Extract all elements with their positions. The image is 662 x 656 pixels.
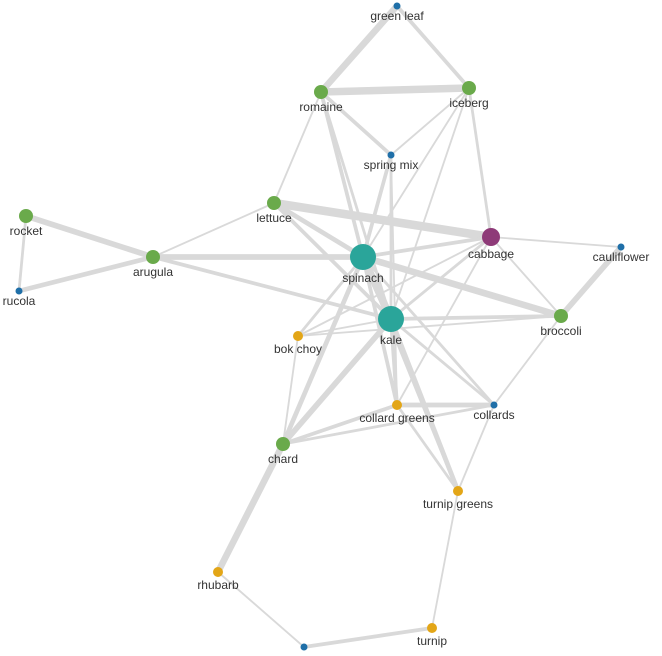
node-spring-mix[interactable] [387,151,395,159]
edge-romaine-lettuce [273,91,322,204]
edge-green_leaf-iceberg [395,4,471,90]
node-label-arugula: arugula [133,265,173,279]
node-lettuce[interactable] [267,196,281,210]
edge-broccoli-collards [493,315,562,406]
node-green-leaf[interactable] [393,2,401,10]
edge-spinach-chard [280,254,366,447]
node-label-collard-greens: collard greens [359,411,434,425]
node-label-turnip-greens: turnip greens [423,497,493,511]
edge-green_leaf-romaine [317,2,401,96]
node-spinach[interactable] [350,244,376,270]
node-label-kale: kale [380,333,402,347]
edge-spinach-collards [361,255,496,407]
edge-rucola-arugula [16,254,156,294]
edge-kale-chard [280,316,394,447]
node-turnip-greens[interactable] [453,486,463,496]
edge-kale-bok_choy [297,318,392,337]
node-label-cabbage: cabbage [468,247,514,261]
edge-lettuce-spinach [271,200,366,260]
edge-romaine-kale [319,90,393,321]
edge-kale-collards [389,317,496,407]
edge-iceberg-cabbage [467,86,493,239]
node-kale[interactable] [378,306,404,332]
node-label-lettuce: lettuce [256,211,292,225]
edge-romaine-spring_mix [319,90,393,157]
edge-collards-turnip_greens [457,404,495,492]
node-chard[interactable] [276,437,290,451]
edge-chard-rhubarb [214,440,287,576]
edge-iceberg-spring_mix [390,87,470,156]
edge-lettuce-cabbage [269,198,496,242]
node-rocket[interactable] [19,209,33,223]
node-label-spinach: spinach [342,271,383,285]
edge-spinach-bok_choy [296,255,365,338]
edge-chard-bok_choy [282,335,299,445]
edge-unlabeled-turnip [302,626,434,649]
node-collard-greens[interactable] [392,400,402,410]
edge-kale-broccoli [389,314,563,321]
edge-kale-collard_greens [389,317,399,407]
edge-spring_mix-collard_greens [390,154,398,406]
node-broccoli[interactable] [554,309,568,323]
edge-spinach-cabbage [361,235,493,259]
edge-rocket-rucola [17,214,28,293]
edge-broccoli-bok_choy [297,315,562,337]
node-label-rucola: rucola [3,294,36,308]
edge-collard_greens-chard [281,403,399,446]
node-turnip[interactable] [427,623,437,633]
edge-rhubarb-unlabeled [217,571,305,648]
node-label-collards: collards [473,408,514,422]
edge-rocket-arugula [23,213,156,260]
label-layer: green leaf romaine iceberg spring mix lettuc… [3,9,650,648]
node-cauliflower[interactable] [617,243,625,251]
node-collards[interactable] [490,401,498,409]
node-label-cauliflower: cauliflower [593,250,650,264]
node-label-bok-choy: bok choy [274,342,322,356]
edge-romaine-spinach [319,90,365,259]
edge-collards-chard [281,403,496,446]
edge-spinach-broccoli [359,253,565,320]
node-rhubarb[interactable] [213,567,223,577]
node-label-iceberg: iceberg [449,96,488,110]
edge-cabbage-bok_choy [297,236,492,337]
node-cabbage[interactable] [482,228,500,246]
node-label-broccoli: broccoli [540,324,581,338]
edge-cauliflower-broccoli [558,244,624,319]
edge-turnip_greens-turnip [431,490,459,629]
edge-romaine-iceberg [317,84,473,96]
edge-layer [16,2,624,649]
node-label-green-leaf: green leaf [370,9,424,23]
edge-iceberg-kale [390,87,470,320]
node-unlabeled[interactable] [300,643,308,651]
edge-iceberg-spinach [362,87,470,258]
edge-lettuce-arugula [152,202,275,258]
node-label-romaine: romaine [299,100,343,114]
node-iceberg[interactable] [462,81,476,95]
edge-cabbage-kale [389,235,493,321]
node-arugula[interactable] [146,250,160,264]
node-label-chard: chard [268,452,298,466]
node-bok-choy[interactable] [293,331,303,341]
node-romaine[interactable] [314,85,328,99]
node-label-rhubarb: rhubarb [197,578,239,592]
edge-collard_greens-turnip_greens [395,403,460,493]
node-rucola[interactable] [15,287,23,295]
node-label-rocket: rocket [10,224,43,238]
node-label-turnip: turnip [417,634,447,648]
node-layer [15,2,625,651]
edge-cabbage-broccoli [490,236,562,317]
edge-cabbage-cauliflower [490,236,622,248]
node-label-spring-mix: spring mix [364,158,419,172]
edge-spring_mix-spinach [361,153,393,259]
